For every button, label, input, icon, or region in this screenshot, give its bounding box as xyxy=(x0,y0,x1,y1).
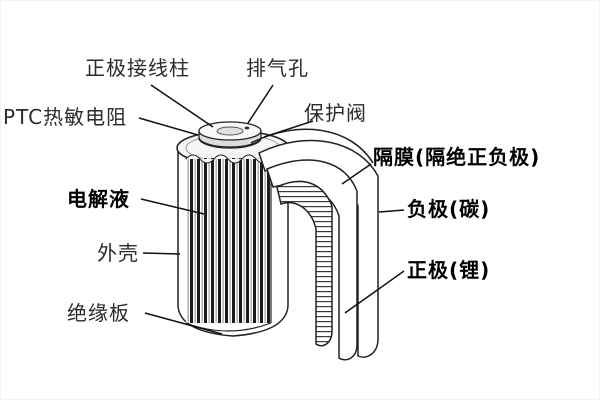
label-separator: 隔膜(隔绝正负极) xyxy=(373,145,541,169)
leader-vent-hole xyxy=(247,84,274,124)
label-vent-hole: 排气孔 xyxy=(246,56,309,80)
label-positive-terminal: 正极接线柱 xyxy=(85,56,190,80)
leader-lines xyxy=(138,84,405,335)
leader-positive-electrode xyxy=(344,270,405,314)
label-insulating-plate: 绝缘板 xyxy=(67,301,130,325)
leader-safety-valve xyxy=(263,120,314,138)
leader-negative-electrode xyxy=(378,209,405,213)
leader-electrolyte xyxy=(140,198,205,215)
label-safety-valve: 保护阀 xyxy=(304,101,367,125)
electrode-roll-stripes xyxy=(186,158,271,323)
label-positive-electrode: 正极(锂) xyxy=(407,258,491,282)
leader-separator xyxy=(341,163,372,185)
leader-shell xyxy=(142,252,181,255)
label-electrolyte: 电解液 xyxy=(67,187,130,211)
label-ptc-thermistor: PTC热敏电阻 xyxy=(3,105,128,129)
positive-sheet xyxy=(276,180,333,347)
leader-ptc-thermistor xyxy=(138,117,199,136)
label-shell: 外壳 xyxy=(97,241,139,265)
leader-insulating-plate xyxy=(144,312,223,335)
vent-hole-dot xyxy=(244,126,250,130)
roll-top-scallops xyxy=(185,154,271,164)
label-negative-electrode: 负极(碳) xyxy=(407,197,491,221)
leader-positive-terminal xyxy=(150,84,214,128)
terminal-button xyxy=(216,126,244,136)
